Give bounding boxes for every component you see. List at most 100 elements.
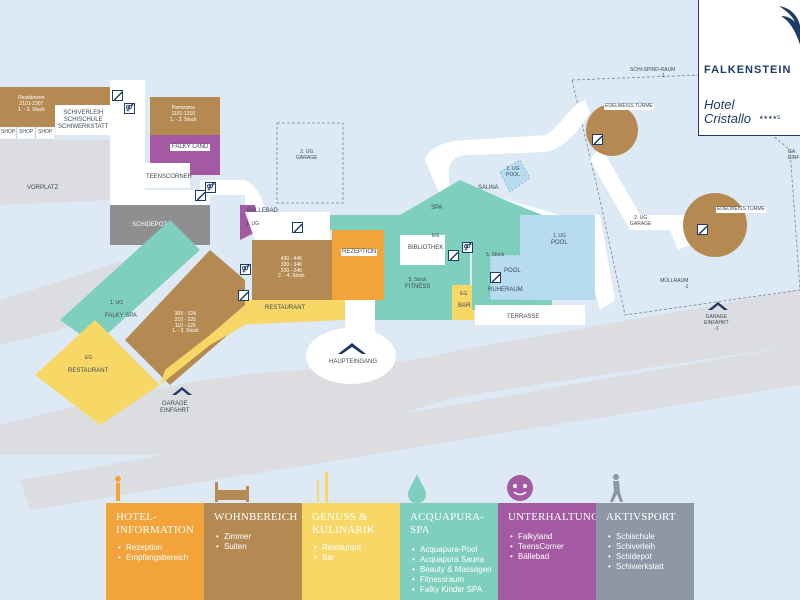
falky-land-label[interactable]: FALKY LAND bbox=[170, 144, 211, 151]
edelweiss-2-label[interactable]: EDELWEISS TÜRME bbox=[716, 206, 766, 213]
legend-item: Schiverleih bbox=[608, 542, 694, 552]
schi-spind-raum-label[interactable]: SCHI-SPIND-RAUM -1 bbox=[630, 67, 675, 80]
rooms-430-label[interactable]: 430 - 446 330 - 346 230 - 246 2. - 4. St… bbox=[278, 256, 305, 280]
legend-list: Acquapura-Pool Acquapura Sauna Beauty & … bbox=[410, 545, 498, 595]
rooms-430-line4: 2. - 4. Stock bbox=[278, 273, 305, 280]
legend-item: Schidepot bbox=[608, 552, 694, 562]
bar-area bbox=[452, 285, 474, 320]
falcon-logo-icon bbox=[779, 6, 800, 45]
mullraum-level: -1 bbox=[684, 283, 689, 290]
ballebad-level-label: 1. UG bbox=[246, 221, 260, 227]
corridor-main bbox=[110, 80, 265, 215]
edelweiss-tower-1 bbox=[586, 104, 638, 156]
rezeption-label[interactable]: REZEPTION bbox=[341, 249, 378, 256]
stairs-icon bbox=[697, 224, 708, 235]
stairs-icon bbox=[238, 290, 249, 301]
bibliothek-label[interactable]: BIBLIOTHEK bbox=[408, 245, 444, 251]
schiverleih-line1: SCHIVERLEIH bbox=[63, 110, 104, 116]
wc-icon: ⚤ bbox=[205, 182, 216, 193]
eg-restaurant-area bbox=[35, 320, 160, 425]
stairs-icon bbox=[292, 222, 303, 233]
haupteingang-label[interactable]: HAUPTEINGANG bbox=[329, 359, 378, 365]
garage-2ug-name: GARAGE bbox=[296, 154, 318, 161]
legend-item: Empfangsbereich bbox=[118, 553, 204, 563]
pool-2ug-name: POOL bbox=[506, 171, 520, 178]
shop-2-label[interactable]: SHOP bbox=[19, 129, 34, 135]
edelweiss-1-label[interactable]: EDELWEISS TÜRME bbox=[604, 103, 654, 110]
road-top-left bbox=[0, 140, 110, 205]
restaurant-label[interactable]: RESTAURANT bbox=[265, 305, 306, 311]
legend-item: Schiwerkstatt bbox=[608, 562, 694, 572]
shop-3-label[interactable]: SHOP bbox=[38, 129, 53, 135]
spa-label[interactable]: SPA bbox=[431, 205, 443, 211]
residenzen-floor: 1. - 3. Stock bbox=[18, 106, 45, 113]
garage-2ug-right-label[interactable]: 2. UG GARAGE bbox=[630, 215, 651, 228]
pool-2ug-label[interactable]: 2. UG POOL bbox=[506, 166, 520, 179]
fitness-label[interactable]: 5. Stock FITNESS bbox=[405, 277, 430, 291]
pool-2ug-area bbox=[499, 159, 531, 193]
legend-list: Zimmer Suiten bbox=[214, 532, 302, 552]
mullraum-label[interactable]: MÜLLRAUM -1 bbox=[660, 278, 689, 291]
rezeption-area bbox=[332, 230, 384, 300]
legend-genuss-kulinarik[interactable]: GENUSS &KULINARIK Restaurant Bar bbox=[302, 503, 400, 600]
rooms-309-label[interactable]: 309 - 324 210 - 225 110 - 125 1. - 3. St… bbox=[172, 311, 199, 335]
garage-2ug-area bbox=[276, 122, 344, 204]
shop-1-label[interactable]: SHOP bbox=[1, 129, 16, 135]
wc-icon: ⚤ bbox=[462, 242, 473, 253]
garage-einfahrt-right-label[interactable]: GARAGE EINFAHRT -1 bbox=[704, 314, 729, 332]
bibliothek-area bbox=[400, 235, 445, 265]
legend-title-line: HOTEL- bbox=[116, 511, 157, 523]
legend-item: Zimmer bbox=[216, 532, 302, 542]
pool-5stock-label: 5. Stock bbox=[486, 252, 505, 258]
bibliothek-level-label: EG bbox=[432, 233, 440, 239]
residenzen-label[interactable]: Residenzen 2101-2307 1. - 3. Stock bbox=[18, 95, 45, 113]
garage-einfahrt-right-line1: GARAGE bbox=[705, 314, 728, 320]
legend-hotel-information[interactable]: HOTEL-INFORMATION Rezeption Empfangsbere… bbox=[106, 503, 204, 600]
shop-3 bbox=[35, 126, 56, 140]
terrasse-label[interactable]: TERRASSE bbox=[507, 314, 540, 320]
bar-label[interactable]: BAR bbox=[458, 303, 471, 309]
garage-einfahrt-right-line2: EINFAHRT bbox=[704, 319, 729, 326]
eg-restaurant-label[interactable]: RESTAURANT bbox=[68, 368, 109, 374]
legend-acquapura-spa[interactable]: ACQUAPURA-SPA Acquapura-Pool Acquapura S… bbox=[400, 503, 498, 600]
falky-spa-area bbox=[60, 220, 200, 345]
cutlery-icon bbox=[317, 472, 328, 502]
hotel-logo: FALKENSTEIN Hotel Cristallo ★★★★S bbox=[698, 0, 800, 136]
legend-item: Fitnessraum bbox=[412, 575, 498, 585]
haupteingang-roof-icon bbox=[338, 343, 366, 354]
falky-spa-label[interactable]: FALKY SPA bbox=[105, 313, 137, 319]
wc-icon: ⚤ bbox=[124, 103, 135, 114]
garage-entrance-right-icon bbox=[708, 302, 728, 310]
corridor-sauna bbox=[425, 100, 590, 195]
ruheraum-label[interactable]: RUHERAUM bbox=[488, 287, 523, 293]
schiverleih-label[interactable]: SCHIVERLEIH SCHISCHULE SCHIWERKSTATT bbox=[58, 110, 108, 131]
schidepot-label[interactable]: SCHIDEPOT bbox=[132, 222, 168, 228]
road-bottom-right bbox=[20, 345, 800, 510]
garage-einfahrt-left-line1: GARAGE bbox=[161, 401, 188, 407]
rooms-430-building bbox=[252, 240, 332, 300]
legend-wohnbereich[interactable]: WOHNBEREICH Zimmer Suiten bbox=[204, 503, 302, 600]
pool-1ug-label[interactable]: 1. UG POOL bbox=[551, 233, 568, 247]
teenscorner-area bbox=[145, 163, 190, 188]
legend-title-line: INFORMATION bbox=[116, 524, 194, 537]
connector-yellow bbox=[160, 305, 245, 385]
stairs-icon bbox=[448, 250, 459, 261]
panorama-label[interactable]: Panorama 1101-1310 1. - 3. Stock bbox=[170, 105, 197, 123]
legend-item: TeensCorner bbox=[510, 542, 596, 552]
legend-aktivsport[interactable]: AKTIVSPORT Schischule Schiverleih Schide… bbox=[596, 503, 694, 600]
garage-2ug-label[interactable]: 2. UG GARAGE bbox=[296, 149, 318, 162]
teenscorner-label[interactable]: TEENSCORNER bbox=[146, 174, 193, 180]
ballebad-label[interactable]: BÄLLEBAD bbox=[247, 208, 279, 214]
legend-item: Bällebad bbox=[510, 552, 596, 562]
legend-item: Suiten bbox=[216, 542, 302, 552]
sauna-label[interactable]: SAUNA bbox=[478, 185, 499, 191]
legend-item: Rezeption bbox=[118, 543, 204, 553]
garage-einfahrt-left-label[interactable]: GARAGE EINFAHRT bbox=[160, 401, 190, 415]
eg-restaurant-level-label: EG bbox=[85, 355, 93, 361]
legend-title: AKTIVSPORT bbox=[606, 511, 676, 523]
legend-unterhaltung[interactable]: UNTERHALTUNG Falkyland TeensCorner Bälle… bbox=[498, 503, 599, 600]
wc-icon: ⚤ bbox=[240, 264, 251, 275]
pool-label[interactable]: POOL bbox=[504, 268, 521, 274]
fitness-floor: 5. Stock bbox=[408, 277, 427, 283]
